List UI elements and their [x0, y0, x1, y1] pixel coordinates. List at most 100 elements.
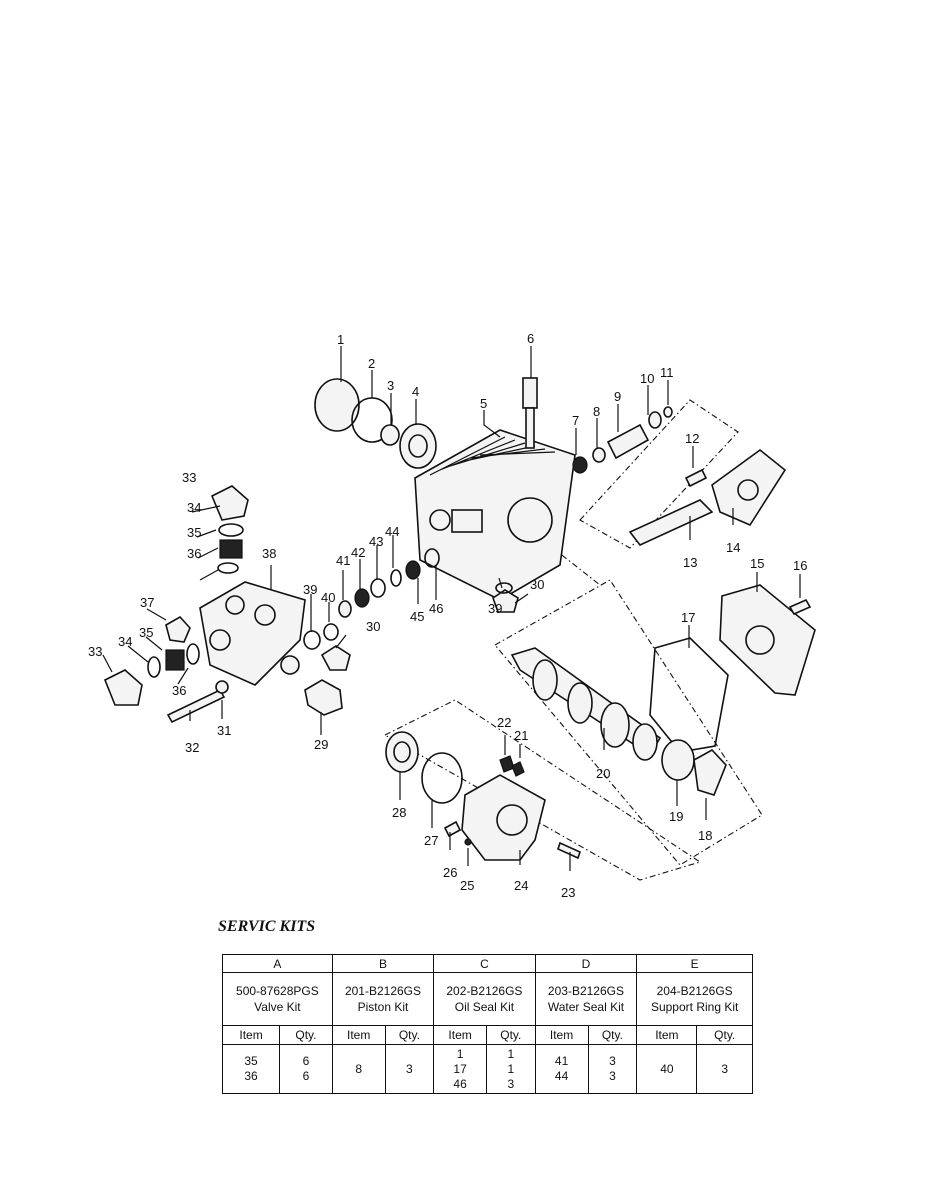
callout: 19	[669, 809, 683, 824]
qty-header: Qty.	[485, 1025, 536, 1045]
callout: 41	[336, 553, 350, 568]
seal-42-part	[354, 588, 370, 608]
kit-name-cell: 203-B2126GS Water Seal Kit	[534, 972, 638, 1026]
kit-name: Water Seal Kit	[547, 1000, 625, 1014]
bearing-inner	[408, 434, 428, 458]
kit-name: Support Ring Kit	[650, 1000, 739, 1014]
callout: 13	[683, 555, 697, 570]
rod-hole	[737, 479, 759, 501]
qty-values: 3	[384, 1044, 435, 1094]
guide-outline-crank	[494, 579, 763, 866]
pin-part	[684, 468, 708, 488]
crankcase-body	[414, 429, 576, 601]
kit-part-number: 203-B2126GS	[547, 984, 624, 998]
callout: 3	[387, 378, 394, 393]
callout: 44	[385, 524, 399, 539]
qty-value: 3	[609, 1054, 616, 1068]
callout: 16	[793, 558, 807, 573]
callout: 22	[497, 715, 511, 730]
callout: 2	[368, 356, 375, 371]
plug-30-part	[320, 645, 351, 671]
callout: 36	[187, 546, 201, 561]
callout: 6	[527, 331, 534, 346]
item-value: 46	[453, 1076, 467, 1091]
callout: 30	[366, 619, 380, 634]
callout: 15	[750, 556, 764, 571]
callout: 17	[681, 610, 695, 625]
item-header: Item	[433, 1025, 487, 1045]
callout: 9	[614, 389, 621, 404]
kit-part-number: 202-B2126GS	[446, 984, 523, 998]
callout: 20	[596, 766, 610, 781]
callout: 25	[460, 878, 474, 893]
guide-outline-rear	[579, 399, 739, 549]
seal-40-part	[323, 623, 339, 641]
qty-header: Qty.	[279, 1025, 333, 1045]
callout: 30	[530, 577, 544, 592]
left-oring-part	[147, 656, 161, 678]
item-header: Item	[331, 1025, 386, 1045]
service-kits-title: SERVIC KITS	[218, 918, 316, 935]
callout: 7	[572, 413, 579, 428]
plug-30b-part	[492, 589, 519, 613]
item-values: 40	[636, 1044, 698, 1094]
ring-part	[648, 411, 662, 429]
qty-value: 1	[507, 1061, 515, 1076]
kit-header-row: Item Qty. Item Qty. Item Qty. Item Qty. …	[221, 1025, 753, 1045]
nut-part	[572, 456, 588, 474]
callout: 36	[172, 683, 186, 698]
top-oring-part	[218, 523, 244, 537]
bolt-part	[788, 598, 812, 616]
callout: 24	[514, 878, 528, 893]
callout: 34	[187, 500, 201, 515]
kit-name: Valve Kit	[254, 1000, 301, 1014]
item-value: 40	[660, 1061, 674, 1076]
callout: 45	[410, 609, 424, 624]
small-ring-part	[663, 406, 673, 418]
seal-ring-part	[421, 752, 463, 804]
callout: 1	[337, 332, 344, 347]
callout: 33	[182, 470, 196, 485]
qty-value: 6	[302, 1054, 310, 1068]
kit-part-number: 201-B2126GS	[344, 984, 422, 998]
item-header: Item	[534, 1025, 589, 1045]
callout: 40	[321, 590, 335, 605]
callout: 32	[185, 740, 199, 755]
left-ring-part	[186, 643, 200, 665]
callout: 8	[593, 404, 600, 419]
crankshaft-part	[510, 647, 662, 761]
callout: 35	[187, 525, 201, 540]
item-value: 36	[244, 1069, 258, 1083]
seal-45-part	[405, 560, 421, 580]
kit-letter: E	[636, 954, 753, 973]
kit-letter: B	[331, 954, 435, 973]
manifold-part	[199, 581, 306, 686]
leader-lines	[102, 346, 801, 871]
kit-name-cell: 500-87628PGS Valve Kit	[222, 972, 333, 1026]
qty-value: 1	[507, 1046, 515, 1061]
callout: 42	[351, 545, 365, 560]
side-bearing-inner	[393, 741, 411, 763]
qty-value: 3	[507, 1076, 515, 1091]
ring-39b-part	[495, 582, 513, 594]
connecting-rod-part	[628, 499, 714, 546]
top-valve-part	[219, 539, 243, 559]
bolt-long-part	[166, 688, 226, 724]
exploded-parts-diagram: 1 2 3 4 5 6 7 8 9 10 11 12 13 14 15 16 1…	[88, 331, 816, 900]
callout: 18	[698, 828, 712, 843]
plug-top-part	[210, 485, 249, 521]
kit-name: Oil Seal Kit	[454, 1000, 515, 1014]
item-value: 17	[453, 1061, 467, 1076]
callout: 33	[88, 644, 102, 659]
callout: 28	[392, 805, 406, 820]
qty-values: 3	[696, 1044, 753, 1094]
callout: 37	[140, 595, 154, 610]
callout: 5	[480, 396, 487, 411]
end-plate-part	[693, 748, 727, 796]
qty-value: 6	[302, 1069, 310, 1083]
qty-header: Qty.	[587, 1025, 638, 1045]
